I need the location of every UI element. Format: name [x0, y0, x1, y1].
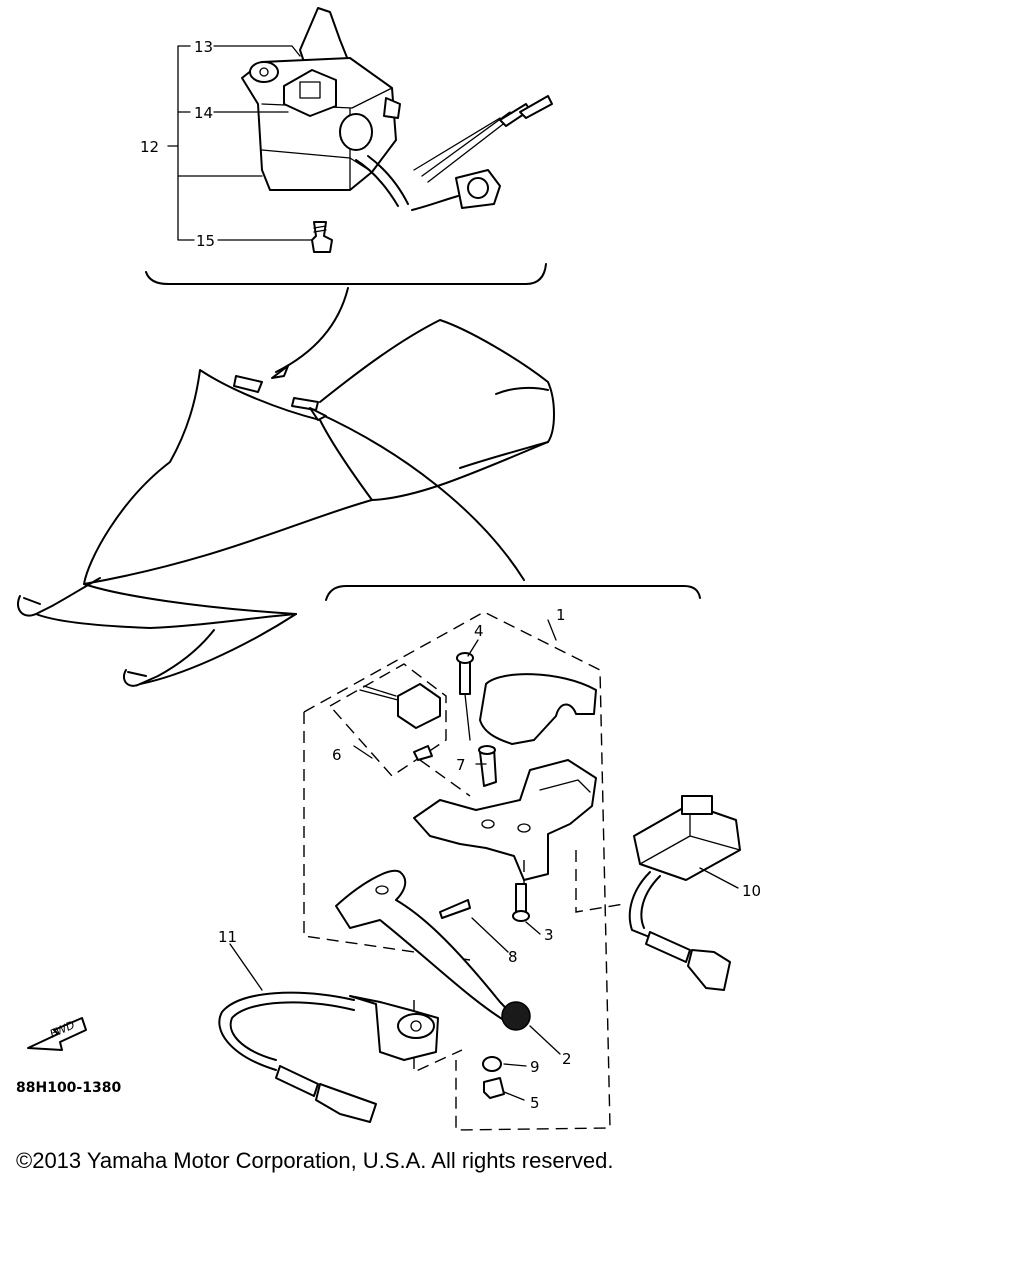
callout-15: 15 — [196, 232, 215, 250]
callout-9: 9 — [530, 1058, 540, 1076]
diagram-code: 88H100-1380 — [16, 1080, 121, 1096]
assembly-pointer-arrow — [275, 287, 349, 373]
kit-outline-1 — [303, 611, 611, 1131]
kit-outline-6 — [329, 663, 447, 777]
throttle-sensor — [218, 991, 439, 1123]
callout-13: 13 — [194, 38, 213, 56]
callout-1: 1 — [556, 606, 566, 624]
throttle-lever-assembly — [335, 652, 625, 1099]
callout-12-bracket — [167, 45, 263, 241]
callout-8: 8 — [508, 948, 518, 966]
callout-2: 2 — [562, 1050, 572, 1068]
forward-direction-arrow: FWD — [27, 1017, 87, 1051]
callout-4: 4 — [474, 622, 484, 640]
callout-7: 7 — [456, 756, 466, 774]
callout-14: 14 — [194, 104, 213, 122]
snowmobile-outline — [17, 319, 555, 687]
callout-labels: 13 14 12 15 1 4 6 7 10 3 8 11 2 9 5 — [140, 38, 761, 1112]
top-bracket — [145, 263, 547, 285]
switch-housing-assembly — [241, 7, 553, 253]
callout-11: 11 — [218, 928, 237, 946]
control-module — [628, 795, 741, 991]
callout-3: 3 — [544, 926, 554, 944]
callout-10: 10 — [742, 882, 761, 900]
copyright-notice: ©2013 Yamaha Motor Corporation, U.S.A. A… — [16, 1148, 614, 1173]
callout-12: 12 — [140, 138, 159, 156]
callout-6: 6 — [332, 746, 342, 764]
callout-5: 5 — [530, 1094, 540, 1112]
callout-leaders — [229, 619, 739, 1101]
lower-bracket — [325, 585, 701, 601]
